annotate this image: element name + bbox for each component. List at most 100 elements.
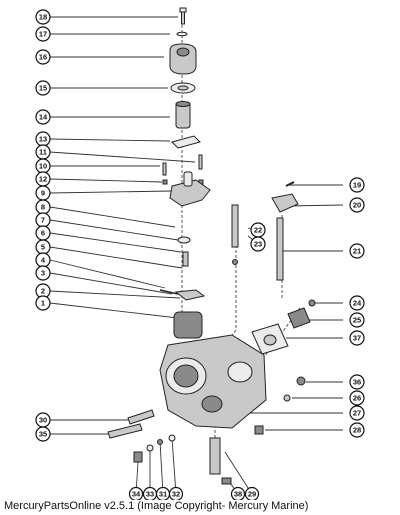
svg-text:1: 1 [41,299,45,308]
part-23-ball [232,259,238,265]
svg-text:23: 23 [254,240,262,249]
callout-17: 17 [35,26,51,42]
part-21-rod [276,217,284,281]
part-22-jet [231,204,239,248]
part-26-washer [283,394,291,402]
part-10-screw [162,162,167,176]
callout-11: 11 [35,144,51,160]
part-11-screw [198,154,203,170]
svg-text:24: 24 [353,299,362,308]
callout-23: 23 [250,236,266,252]
part-2-float-arm [174,289,206,301]
svg-text:10: 10 [39,162,47,171]
callout-28: 28 [349,422,365,438]
svg-text:36: 36 [353,378,361,387]
part-38-plug [221,477,232,485]
svg-text:26: 26 [353,394,361,403]
svg-text:22: 22 [254,226,262,235]
callout-22: 22 [250,222,266,238]
callout-31: 31 [155,486,171,500]
callout-34: 34 [128,486,144,500]
callout-24: 24 [349,295,365,311]
callout-6: 6 [35,225,51,241]
callout-4: 4 [35,252,51,268]
callout-14: 14 [35,109,51,125]
carburetor-parts [107,7,316,485]
svg-text:31: 31 [159,490,167,499]
svg-text:16: 16 [39,53,47,62]
part-3-pin [159,289,179,295]
callout-36: 36 [349,374,365,390]
svg-text:4: 4 [41,256,46,265]
svg-text:11: 11 [39,148,47,157]
callout-18: 18 [35,9,51,25]
callout-21: 21 [349,243,365,259]
svg-text:13: 13 [39,135,47,144]
callout-10: 10 [35,158,51,174]
svg-text:29: 29 [248,490,256,499]
part-32-washer [168,434,176,442]
part-13-gasket [171,135,201,149]
svg-text:17: 17 [39,30,47,39]
copyright-footer: MercuryPartsOnline v2.5.1 (Image Copyrig… [4,500,309,512]
callout-27: 27 [349,405,365,421]
part-20-lever [271,193,299,213]
svg-text:12: 12 [39,175,47,184]
svg-text:8: 8 [41,203,45,212]
part-25-cover [287,307,311,329]
callout-29: 29 [244,486,260,500]
callout-32: 32 [168,486,184,500]
part-29-jet [209,437,221,475]
callout-19: 19 [349,177,365,193]
svg-text:6: 6 [41,229,45,238]
leader-lines [49,16,344,495]
callout-26: 26 [349,390,365,406]
svg-text:14: 14 [39,113,48,122]
part-31-ball [157,439,163,445]
callouts: 18 17 16 15 14 13 11 10 12 9 8 7 6 5 4 3… [35,9,365,500]
callout-25: 25 [349,312,365,328]
callout-8: 8 [35,199,51,215]
part-6-needle [182,251,189,267]
svg-text:5: 5 [41,243,45,252]
svg-text:15: 15 [39,84,47,93]
part-30-needle [127,409,155,425]
svg-text:34: 34 [132,490,141,499]
part-34-plug [133,451,143,463]
part-33-washer [146,444,154,452]
part-17-washer [176,31,188,37]
svg-text:28: 28 [353,426,361,435]
svg-text:25: 25 [353,316,361,325]
part-24-plug [308,299,316,307]
part-9-cover [169,179,211,207]
part-36-plug [296,376,306,386]
callout-13: 13 [35,131,51,147]
svg-text:35: 35 [39,430,47,439]
part-12-clip [162,179,168,185]
part-19-screw [285,181,295,187]
part-18-screw-head [179,7,187,13]
svg-text:30: 30 [39,416,47,425]
svg-text:37: 37 [353,334,361,343]
callout-35: 35 [35,426,51,442]
part-16-cap [169,43,197,75]
callout-1: 1 [35,295,51,311]
callout-12: 12 [35,171,51,187]
svg-text:18: 18 [39,13,47,22]
svg-text:32: 32 [172,490,180,499]
part-28-plug [254,425,264,435]
callout-7: 7 [35,212,51,228]
svg-text:7: 7 [41,216,45,225]
svg-text:3: 3 [41,269,45,278]
svg-text:21: 21 [353,247,361,256]
callout-16: 16 [35,49,51,65]
svg-text:38: 38 [234,490,242,499]
part-18-screw-shank [181,11,185,25]
callout-30: 30 [35,412,51,428]
svg-text:9: 9 [41,189,45,198]
callout-15: 15 [35,80,51,96]
svg-text:27: 27 [353,409,361,418]
callout-3: 3 [35,265,51,281]
svg-text:33: 33 [146,490,154,499]
